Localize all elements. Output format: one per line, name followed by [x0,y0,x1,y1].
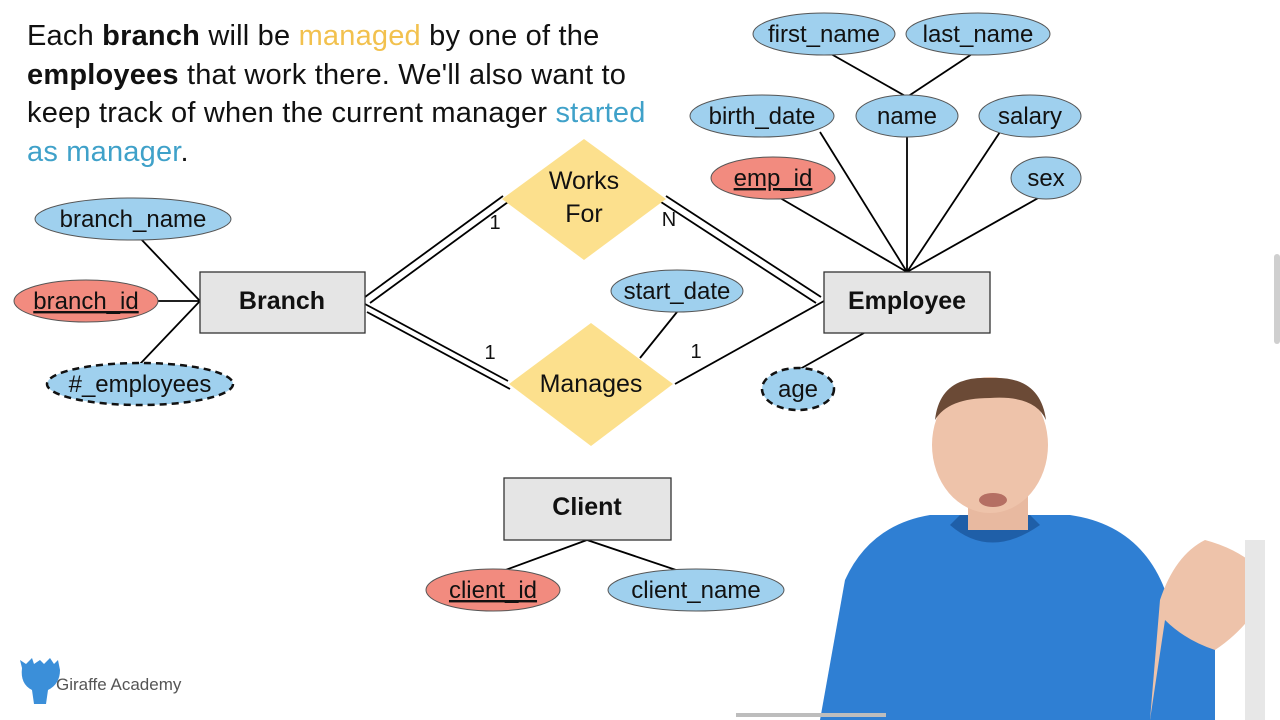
attribute-connectors [139,49,1041,573]
caption-highlight-managed: managed [298,20,421,52]
caption-highlight-started: started as manager [27,97,646,168]
cardinality-manages-branch: 1 [484,342,495,364]
cardinality-works-branch: 1 [489,212,500,234]
sex-label: sex [1027,165,1064,192]
last-name-label: last_name [923,21,1034,48]
caption-bold-employees: employees [27,58,179,91]
attr-age: age [760,366,836,412]
attr-birth-date: birth_date [689,94,835,138]
client-id-label: client_id [449,577,537,604]
cardinality-works-employee: N [662,209,676,231]
scrollbar[interactable] [1274,254,1280,344]
attr-name: name [855,94,959,138]
giraffe-logo-icon [20,658,60,704]
works-for-label-2: For [565,200,603,228]
client-label: Client [552,493,622,521]
attr-emp-id: emp_id [710,156,836,200]
attr-first-name: first_name [752,12,896,56]
video-progress-bar[interactable] [736,713,886,717]
num-employees-label: #_employees [69,371,212,398]
attr-branch-id: branch_id [13,279,159,323]
brand-name: Giraffe Academy [56,675,182,694]
caption-part: by one of the [420,20,600,52]
attr-num-employees: #_employees [45,361,235,407]
caption-part: . [180,135,189,168]
attr-start-date: start_date [610,269,744,313]
entity-client: Client [503,477,672,541]
caption-part: will be [200,20,299,52]
caption-part: Each [27,20,103,52]
branch-label: Branch [239,287,325,315]
caption-part: that work there. We'll also want to keep… [27,58,627,130]
client-name-label: client_name [631,577,760,604]
attr-branch-name: branch_name [34,197,232,241]
attr-client-name: client_name [607,568,785,612]
participation-lines [364,195,822,390]
branch-name-label: branch_name [60,206,207,233]
branch-id-label: branch_id [33,288,138,315]
attr-client-id: client_id [425,568,561,612]
attr-salary: salary [978,94,1082,138]
attr-last-name: last_name [905,12,1051,56]
emp-id-label: emp_id [734,165,813,192]
cardinality-manages-employee: 1 [690,341,701,363]
birth-date-label: birth_date [709,103,816,130]
start-date-label: start_date [624,278,731,305]
caption-bold-branch: branch [102,20,201,52]
employee-label: Employee [848,287,966,315]
slide-caption: Each branch will be managed by one of th… [27,17,667,171]
age-label: age [778,376,818,403]
works-for-label-1: Works [549,167,619,195]
attr-sex: sex [1010,156,1082,200]
presenter-image [820,377,1265,720]
relationship-manages: Manages [509,323,673,446]
salary-label: salary [998,103,1062,130]
manages-label: Manages [540,370,643,398]
relationship-works-for: Works For [502,139,666,260]
entity-employee: Employee [823,271,991,334]
name-label: name [877,103,937,130]
entity-branch: Branch [199,271,366,334]
first-name-label: first_name [768,21,880,48]
